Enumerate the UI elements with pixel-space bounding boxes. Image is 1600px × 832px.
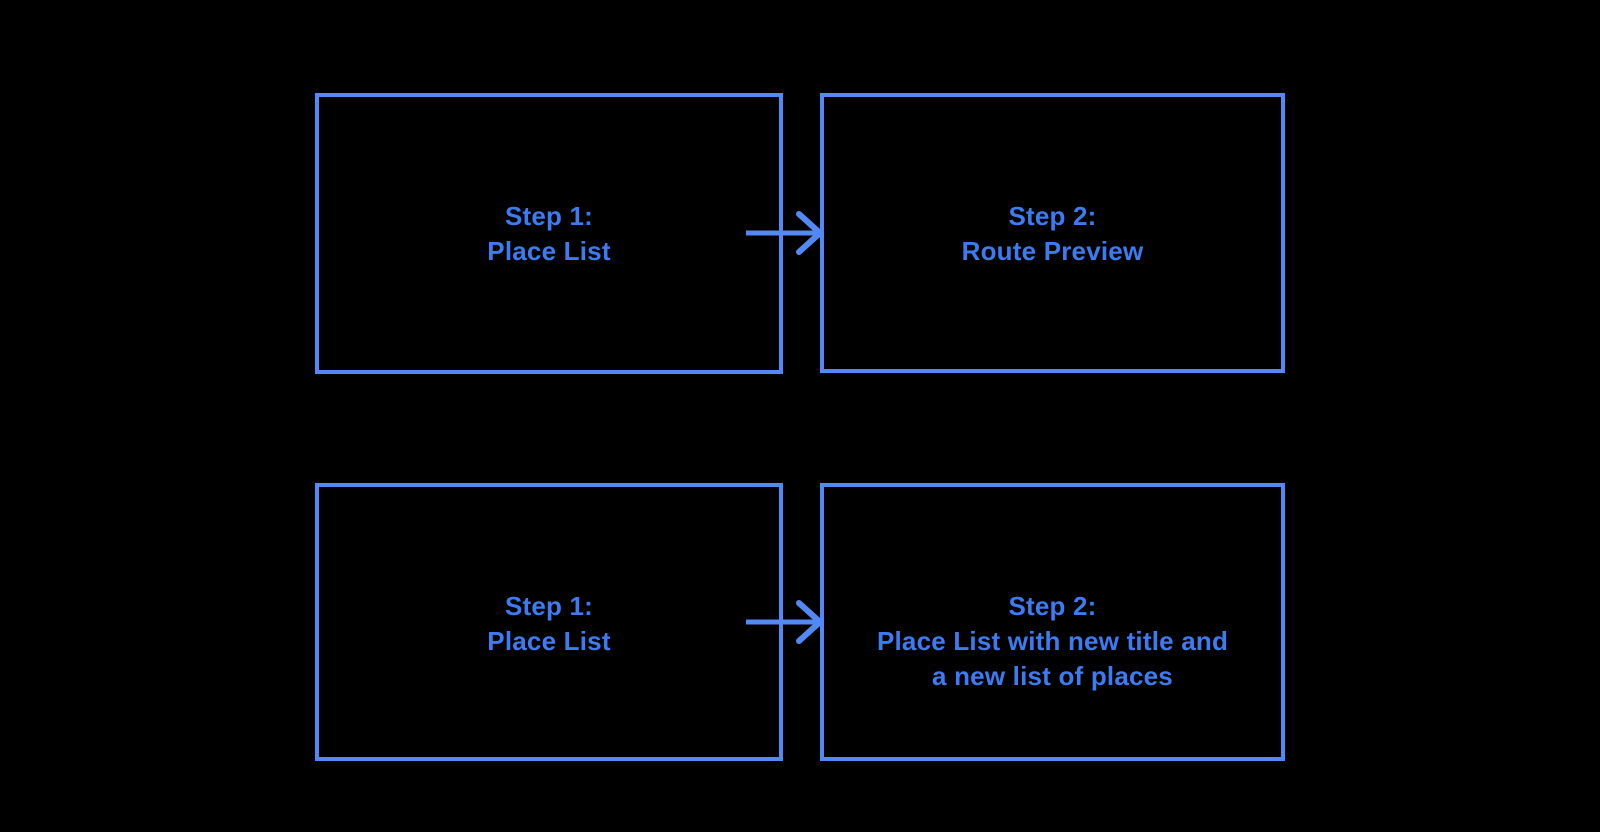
box-step1-place-list-bottom: Step 1: Place List (315, 483, 783, 761)
box-step1-place-list-top: Step 1: Place List (315, 93, 783, 374)
box-text-line: Step 1: (504, 591, 594, 621)
box-label: Step 2: Place List with new title and a … (824, 589, 1281, 694)
box-label: Step 1: Place List (319, 199, 779, 269)
box-text-line: a new list of places (932, 661, 1173, 691)
box-text-line: Route Preview (961, 236, 1144, 266)
box-text-line: Place List with new title and (876, 626, 1229, 656)
box-text-line: Step 1: (504, 201, 594, 231)
box-step2-place-list-new-title: Step 2: Place List with new title and a … (820, 483, 1285, 761)
box-label: Step 2: Route Preview (824, 199, 1281, 269)
box-text-line: Step 2: (1008, 201, 1097, 231)
box-text-line: Place List (487, 236, 611, 266)
box-text-line: Place List (487, 626, 611, 656)
box-text-line: Step 2: (1008, 591, 1097, 621)
box-step2-route-preview: Step 2: Route Preview (820, 93, 1285, 373)
box-label: Step 1: Place List (319, 589, 779, 659)
